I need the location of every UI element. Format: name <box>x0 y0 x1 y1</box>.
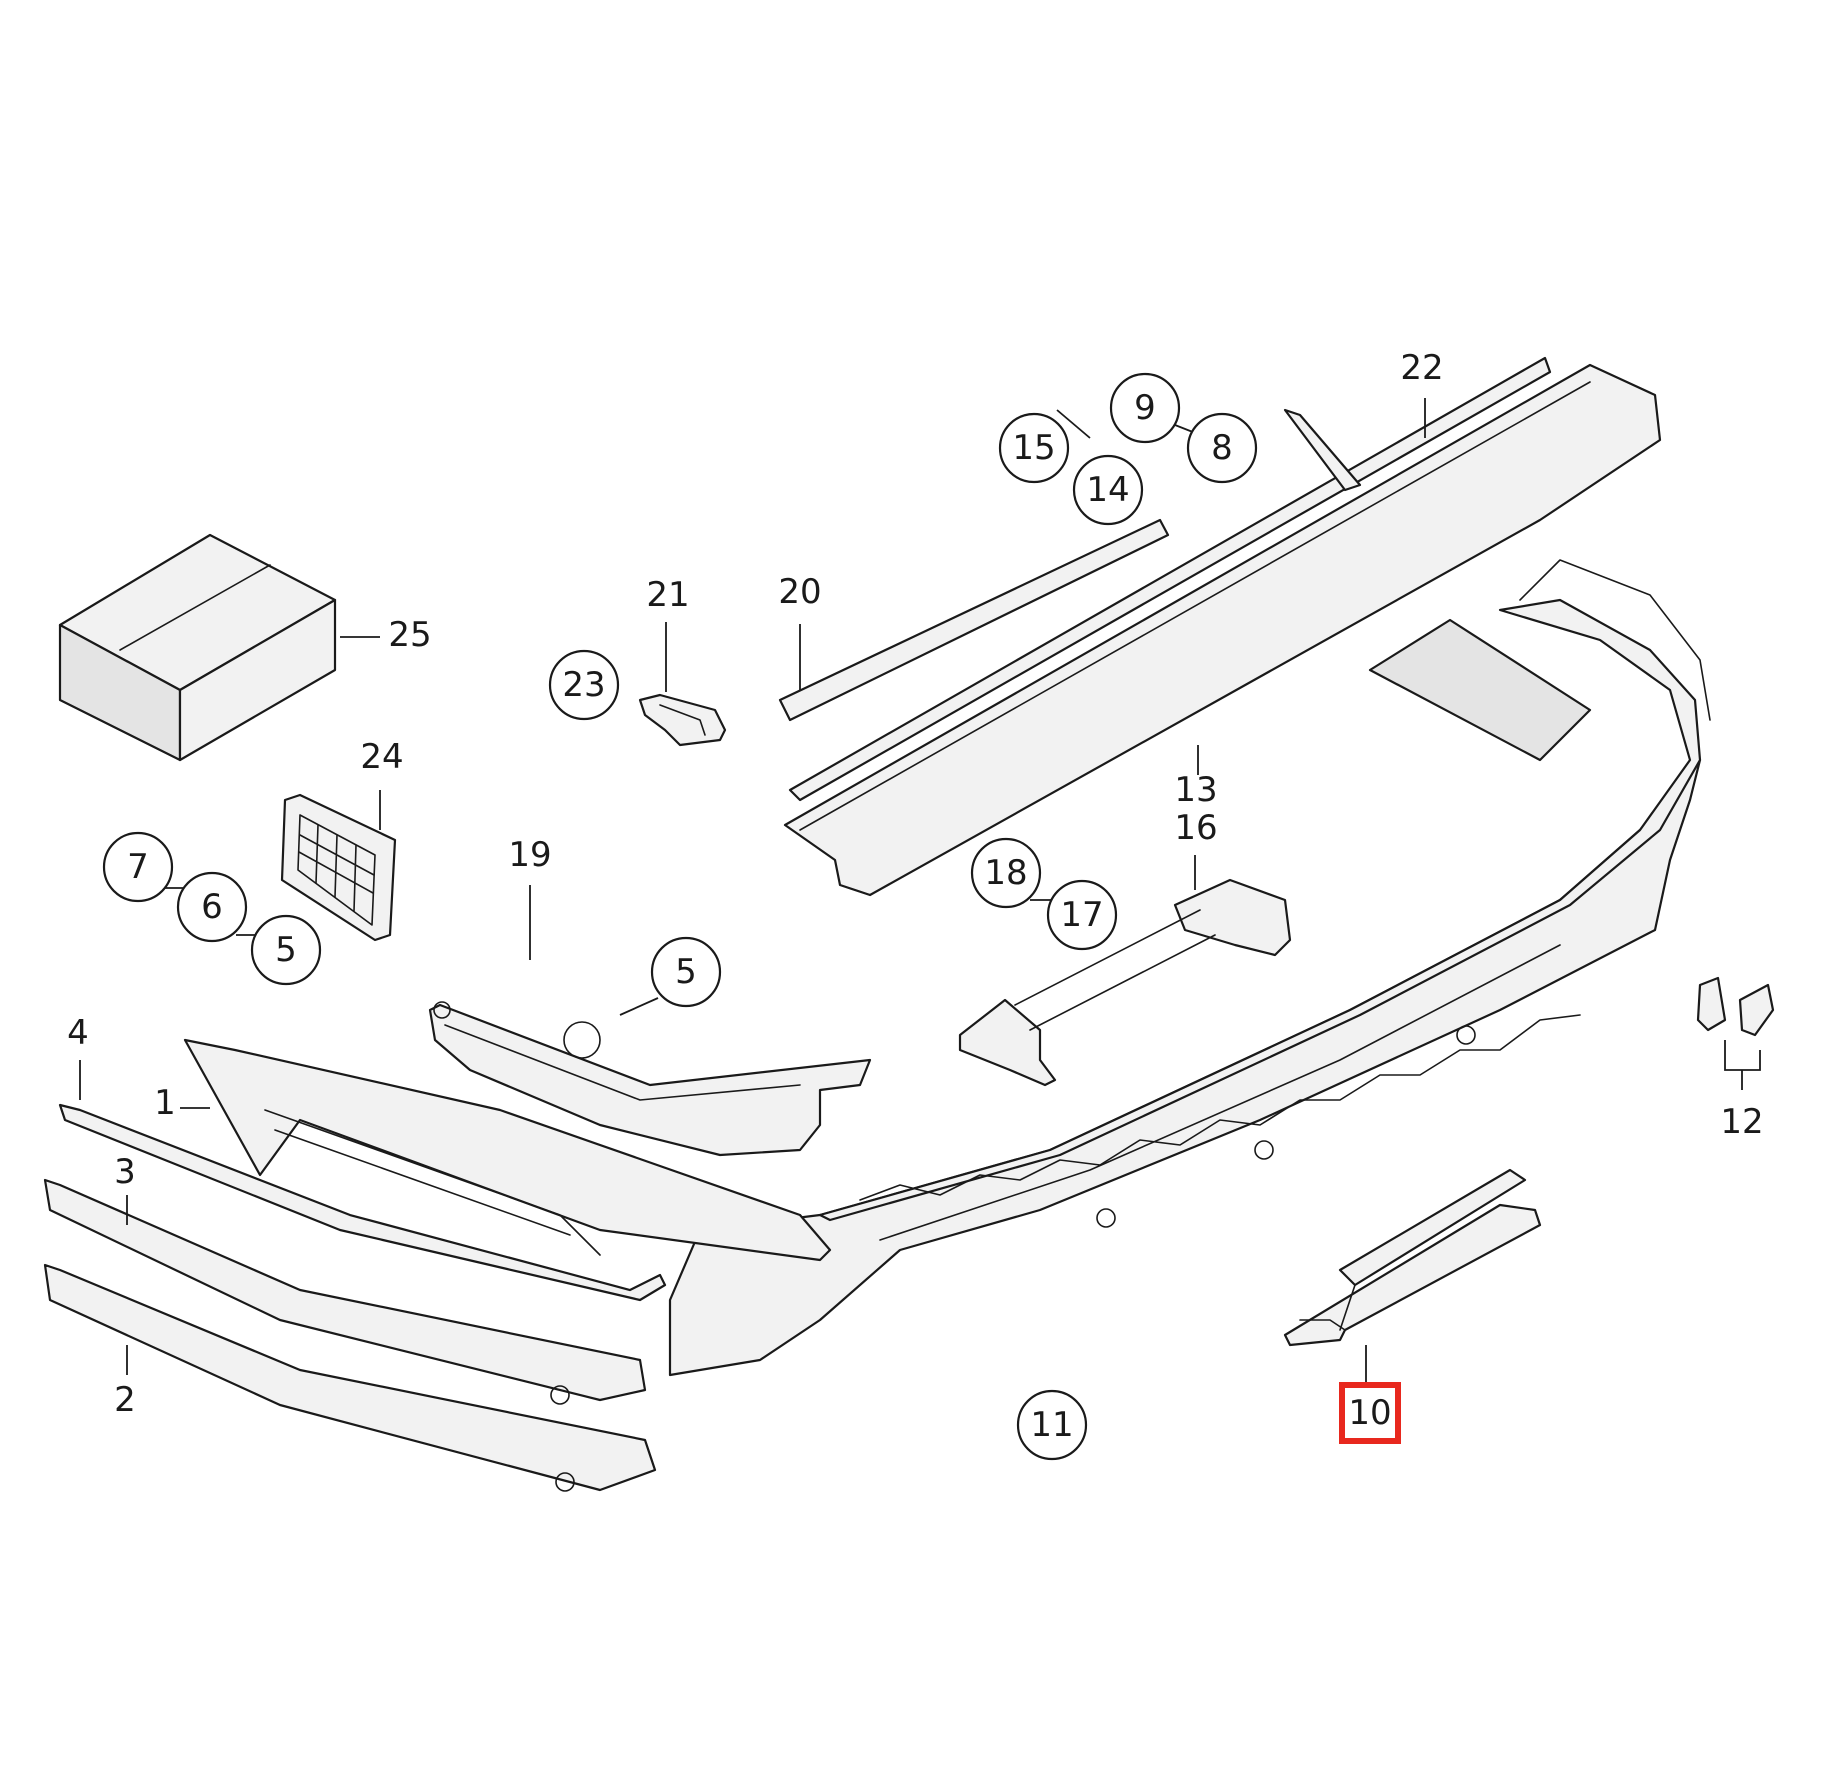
callout-24: 23 <box>548 649 620 721</box>
callout-8: 8 <box>1186 412 1258 484</box>
callout-2: 2 <box>114 1380 136 1420</box>
svg-text:2: 2 <box>114 1380 136 1420</box>
callout-6: 6 <box>176 871 248 943</box>
callout-23: 24 <box>360 737 403 777</box>
callout-12: 12 <box>1720 1102 1763 1142</box>
callout-13: 13 <box>1174 770 1217 810</box>
svg-text:17: 17 <box>1060 895 1103 935</box>
part-19-carrier <box>428 1001 872 1157</box>
callout-18: 18 <box>970 837 1042 909</box>
svg-text:7: 7 <box>127 847 149 887</box>
callout-17: 17 <box>1046 879 1118 951</box>
part-21-bracket <box>638 693 727 747</box>
svg-text:16: 16 <box>1174 808 1217 848</box>
svg-text:5: 5 <box>275 930 297 970</box>
svg-text:3: 3 <box>114 1152 136 1192</box>
callout-14: 14 <box>1072 454 1144 526</box>
svg-text:12: 12 <box>1720 1102 1763 1142</box>
svg-text:22: 22 <box>1400 348 1443 388</box>
callout-3: 3 <box>114 1152 136 1192</box>
svg-text:20: 20 <box>778 572 821 612</box>
svg-text:21: 21 <box>646 575 689 615</box>
part-20-strip <box>778 518 1170 722</box>
svg-text:18: 18 <box>984 853 1027 893</box>
svg-text:14: 14 <box>1086 470 1129 510</box>
svg-text:24: 24 <box>360 737 403 777</box>
svg-text:4: 4 <box>67 1013 89 1053</box>
callout-21: 21 <box>646 575 689 615</box>
callout-20: 20 <box>778 572 821 612</box>
callout-5b: 5 <box>650 936 722 1008</box>
part-16-bracket <box>958 878 1292 1087</box>
svg-text:23: 23 <box>562 665 605 705</box>
callout-10-highlighted: 10 <box>1339 1382 1401 1444</box>
svg-text:10: 10 <box>1348 1393 1391 1433</box>
callout-7: 7 <box>102 831 174 903</box>
svg-text:13: 13 <box>1174 770 1217 810</box>
part-2-lower-strip <box>43 1263 657 1492</box>
callout-11: 11 <box>1016 1389 1088 1461</box>
part-10-cover <box>1283 1168 1542 1347</box>
callout-15: 15 <box>998 412 1070 484</box>
part-3-molding <box>43 1178 647 1405</box>
part-12-clips <box>1696 976 1775 1090</box>
callout-1: 1 <box>154 1083 176 1123</box>
callout-9: 9 <box>1109 372 1181 444</box>
part-1-side-trim <box>183 1038 832 1262</box>
part-13-cover <box>783 363 1662 897</box>
part-22-upper-trim <box>788 356 1552 802</box>
svg-text:19: 19 <box>508 835 551 875</box>
svg-text:15: 15 <box>1012 428 1055 468</box>
callout-19: 19 <box>508 835 551 875</box>
svg-text:1: 1 <box>154 1083 176 1123</box>
callout-22: 22 <box>1400 348 1443 388</box>
svg-text:8: 8 <box>1211 428 1233 468</box>
svg-text:5: 5 <box>675 952 697 992</box>
callout-4: 4 <box>67 1013 89 1053</box>
part-11-bumper-body <box>668 559 1711 1377</box>
part-4-strip <box>58 1103 667 1302</box>
callout-16: 16 <box>1174 808 1217 848</box>
svg-text:6: 6 <box>201 887 223 927</box>
callout-5a: 5 <box>250 914 322 986</box>
svg-text:9: 9 <box>1134 388 1156 428</box>
part-25-box <box>58 533 337 762</box>
callout-25: 25 <box>388 615 431 655</box>
part-23-grille <box>280 793 397 942</box>
svg-text:25: 25 <box>388 615 431 655</box>
svg-text:11: 11 <box>1030 1405 1073 1445</box>
